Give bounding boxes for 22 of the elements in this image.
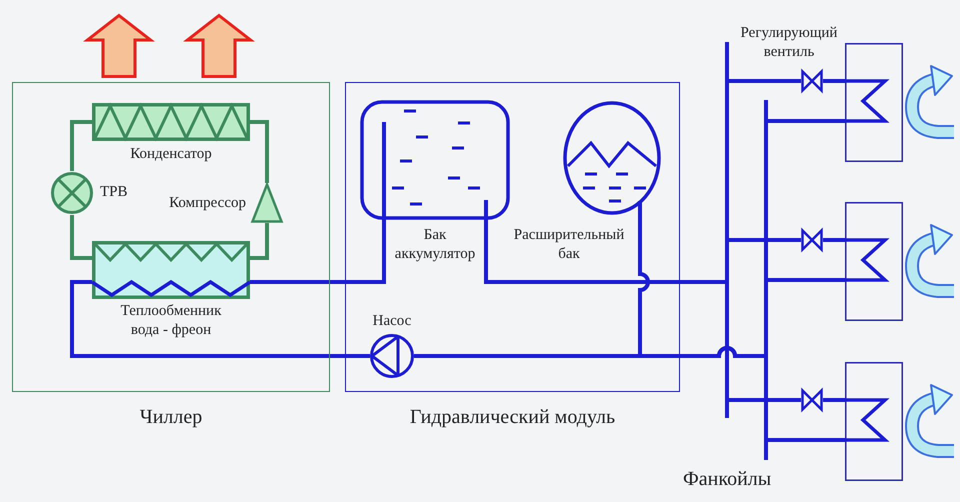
section-title: Чиллер — [138, 405, 204, 430]
pipe — [250, 120, 269, 183]
pipe — [70, 120, 92, 171]
pipe — [250, 223, 269, 260]
component-label: Расширительный бак — [512, 226, 626, 264]
component-label: ТРВ — [100, 183, 129, 202]
pipe — [823, 238, 845, 242]
pipe — [70, 280, 370, 358]
section-title: Фанкойлы — [683, 467, 772, 492]
pipe — [414, 270, 650, 358]
pipe — [250, 270, 386, 284]
component-label: Бак аккумулятор — [394, 226, 476, 264]
pipe — [823, 79, 845, 83]
component-label: Регулирующий вентиль — [740, 24, 838, 62]
pipe — [823, 398, 845, 402]
pipe — [70, 215, 92, 260]
component-label: Теплообменник вода - фреон — [120, 302, 222, 340]
component-label: Компрессор — [168, 194, 246, 213]
component-label: Насос — [372, 312, 412, 331]
component-label: Конденсатор — [129, 145, 213, 164]
pipe — [484, 270, 801, 402]
section-title: Гидравлический модуль — [408, 405, 616, 430]
